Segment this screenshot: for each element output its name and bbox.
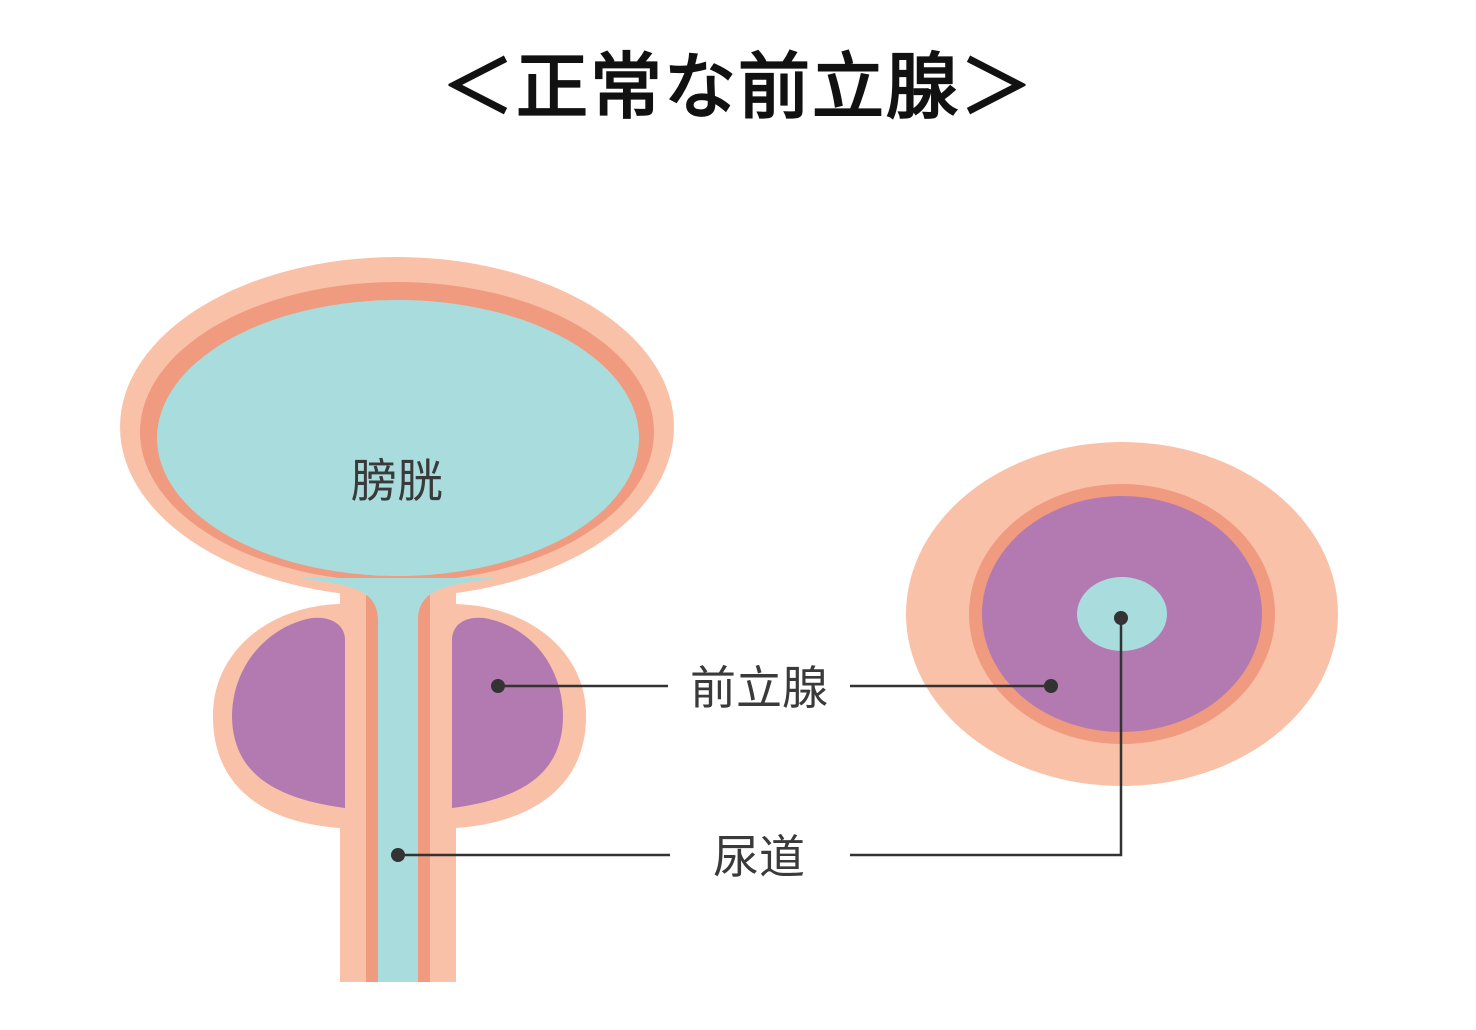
- urethra-leader-right: [850, 618, 1123, 857]
- leader-dots: [391, 611, 1128, 862]
- page-title: ＜正常な前立腺＞: [441, 45, 1034, 129]
- side-view: [120, 257, 674, 982]
- prostate-lobe-right: [452, 617, 563, 808]
- prostate-label: 前立腺: [690, 661, 828, 715]
- prostate-lobe-left: [232, 617, 345, 808]
- urethra-dot-left: [391, 848, 405, 862]
- prostate-dot-left: [491, 679, 505, 693]
- prostate-dot-right: [1044, 679, 1058, 693]
- leader-lines: [398, 618, 1123, 857]
- cross-section-view: [906, 442, 1338, 786]
- urethra-label: 尿道: [713, 830, 805, 884]
- urethra-dot-right: [1114, 611, 1128, 625]
- bladder-fluid: [157, 300, 639, 982]
- bladder-label: 膀胱: [351, 454, 443, 508]
